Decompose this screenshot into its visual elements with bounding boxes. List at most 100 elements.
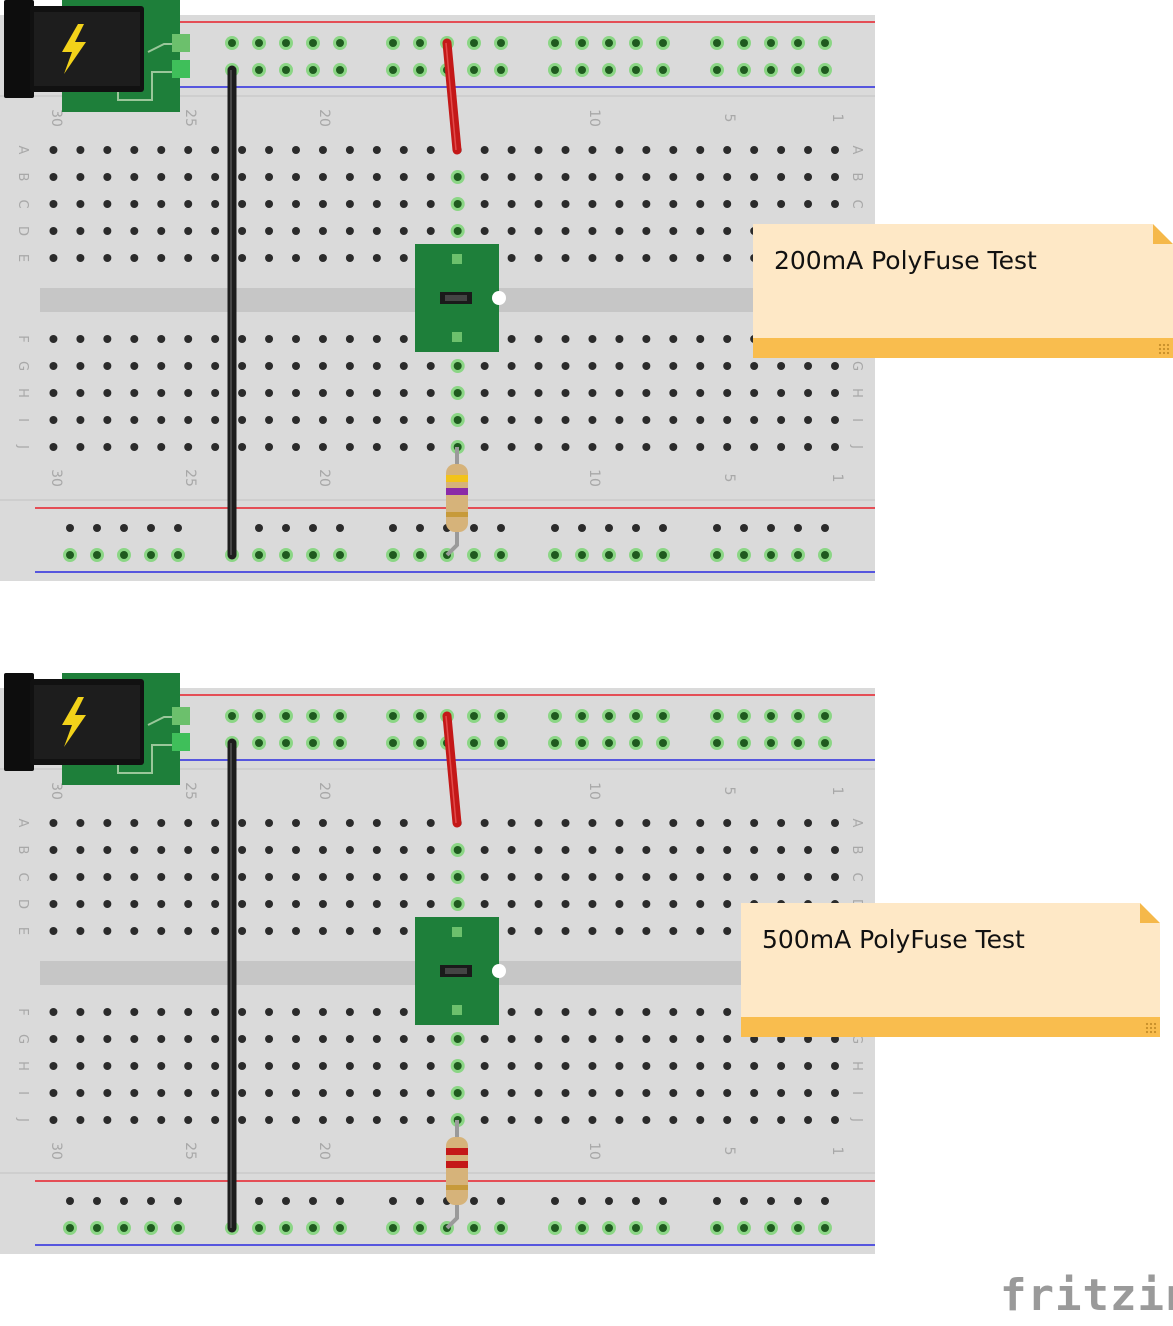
column-number: 20 <box>316 782 332 800</box>
breadboard-hole <box>426 416 435 424</box>
breadboard-hole <box>130 416 139 424</box>
breadboard-hole <box>309 551 317 559</box>
note-bar <box>753 338 1173 358</box>
breadboard-hole <box>238 1008 247 1016</box>
breadboard-hole <box>615 389 624 397</box>
breadboard-hole <box>480 1089 489 1097</box>
breadboard-hole <box>480 443 489 451</box>
breadboard-hole <box>767 551 775 559</box>
breadboard-hole <box>777 1089 786 1097</box>
breadboard-hole <box>130 173 139 181</box>
breadboard-hole <box>723 1008 732 1016</box>
breadboard-hole <box>713 1224 721 1232</box>
breadboard-hole <box>238 173 247 181</box>
breadboard-hole <box>750 200 759 208</box>
breadboard-hole <box>696 873 705 881</box>
breadboard-hole <box>103 254 112 262</box>
breadboard-hole <box>238 227 247 235</box>
breadboard-hole <box>318 443 327 451</box>
breadboard-hole <box>588 1035 597 1043</box>
breadboard-hole <box>103 227 112 235</box>
breadboard-hole <box>372 1008 381 1016</box>
row-letter-left: D <box>15 899 30 909</box>
note-200ma[interactable]: 200mA PolyFuse Test <box>753 224 1173 358</box>
row-letter-right: J <box>849 444 864 449</box>
column-number: 5 <box>721 1147 737 1156</box>
note-500ma[interactable]: 500mA PolyFuse Test <box>741 903 1160 1037</box>
breadboard-hole <box>336 66 344 74</box>
breadboard-hole <box>184 873 193 881</box>
breadboard-hole <box>238 200 247 208</box>
breadboard-hole <box>794 1224 802 1232</box>
breadboard-hole <box>642 362 651 370</box>
breadboard-hole <box>696 900 705 908</box>
breadboard-hole <box>426 200 435 208</box>
breadboard-hole <box>507 927 516 935</box>
breadboard-hole <box>480 389 489 397</box>
breadboard-hole <box>777 362 786 370</box>
breadboard-hole <box>561 819 570 827</box>
breadboard-hole <box>507 443 516 451</box>
breadboard-hole <box>416 739 424 747</box>
breadboard-hole <box>696 146 705 154</box>
breadboard-hole <box>76 873 85 881</box>
breadboard-hole <box>292 900 300 908</box>
breadboard-hole <box>336 551 344 559</box>
note-resize-grip[interactable] <box>1158 343 1170 355</box>
breadboard-hole <box>642 1089 651 1097</box>
row-letter-left: A <box>15 819 30 828</box>
breadboard-hole <box>103 900 112 908</box>
breadboard-hole <box>389 551 397 559</box>
breadboard-hole <box>399 254 408 262</box>
breadboard-hole <box>821 551 829 559</box>
breadboard-hole <box>831 362 839 370</box>
row-letter-left: C <box>15 872 30 881</box>
breadboard-hole <box>588 873 597 881</box>
breadboard-hole <box>345 873 354 881</box>
breadboard-hole <box>669 1089 678 1097</box>
breadboard-hole <box>669 1062 678 1070</box>
breadboard-hole <box>130 1062 139 1070</box>
breadboard-hole <box>507 819 516 827</box>
breadboard-hole <box>831 846 839 854</box>
breadboard-hole <box>696 389 705 397</box>
breadboard-hole <box>507 254 516 262</box>
power-jack-pin <box>172 733 190 751</box>
lightning-bolt-icon <box>62 24 86 74</box>
breadboard-hole <box>831 1116 839 1124</box>
breadboard-1: AABBCCDDEEFFGGHHIIJJ30302525202010105511 <box>0 0 875 581</box>
breadboard-hole <box>453 846 462 854</box>
breadboard-hole <box>238 1089 247 1097</box>
breadboard-hole <box>605 66 613 74</box>
row-letter-left: I <box>15 1091 30 1095</box>
breadboard-hole <box>318 335 327 343</box>
column-number: 10 <box>586 782 602 800</box>
breadboard-hole <box>309 524 317 532</box>
breadboard-hole <box>642 900 651 908</box>
breadboard-hole <box>740 712 748 720</box>
breadboard-hole <box>318 1035 327 1043</box>
power-jack-pin <box>172 60 190 78</box>
breadboard-hole <box>157 200 166 208</box>
breadboard-hole <box>426 362 435 370</box>
breadboard-hole <box>804 416 813 424</box>
breadboard-hole <box>389 712 397 720</box>
breadboard-hole <box>372 416 381 424</box>
breadboard-hole <box>723 1089 732 1097</box>
note-resize-grip[interactable] <box>1145 1022 1157 1034</box>
breadboard-hole <box>561 443 570 451</box>
breadboard-hole <box>750 819 759 827</box>
breadboard-hole <box>588 416 597 424</box>
breadboard-hole <box>561 416 570 424</box>
breadboard-hole <box>157 1035 166 1043</box>
breadboard-hole <box>292 443 300 451</box>
breadboard-hole <box>642 819 651 827</box>
breadboard-hole <box>669 173 678 181</box>
breadboard-hole <box>669 1008 678 1016</box>
breadboard-hole <box>767 712 775 720</box>
breadboard-hole <box>615 173 624 181</box>
red-wire-highlight <box>445 42 457 151</box>
breadboard-hole <box>345 254 354 262</box>
breadboard-hole <box>561 1035 570 1043</box>
breadboard-hole <box>696 1089 705 1097</box>
